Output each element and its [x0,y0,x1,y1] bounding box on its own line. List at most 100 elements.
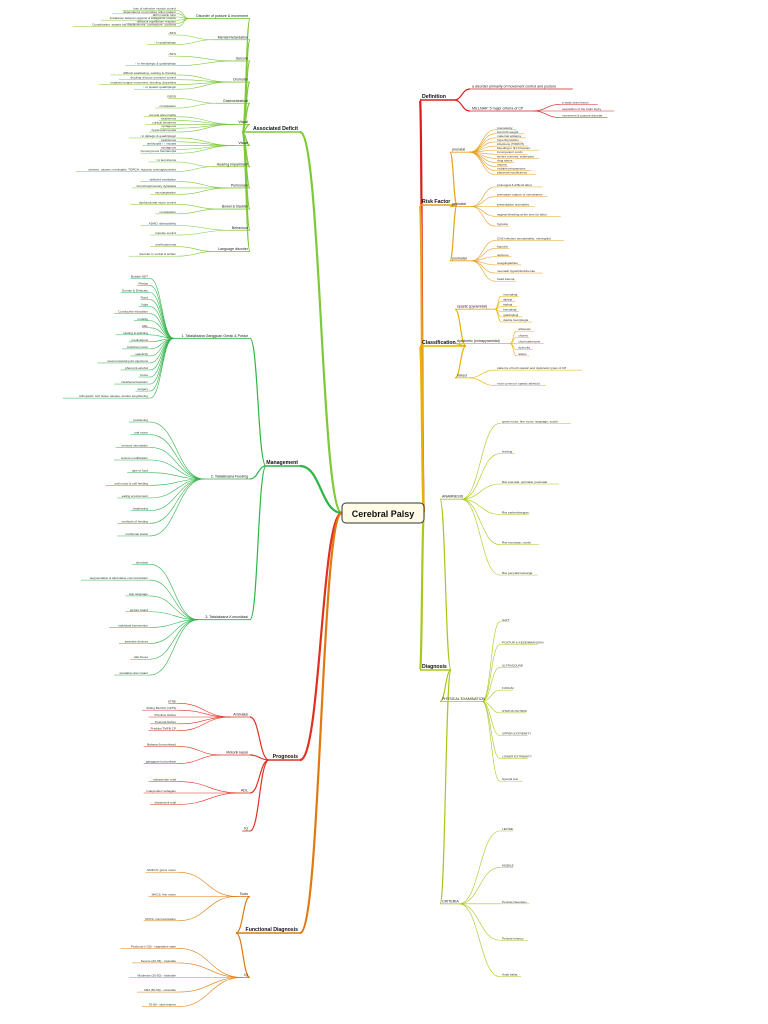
leaf-item[interactable]: Conductive education [118,310,148,314]
leaf-item[interactable]: 70-80 - slow learner [149,1003,176,1007]
leaf-item[interactable]: constipation [159,210,176,214]
subtopic[interactable]: Motorik kasar [226,751,248,755]
leaf-item[interactable]: ↑ in hemiplegic & quadriplegic [135,62,176,66]
leaf-item[interactable]: acquisition of the brain injury [562,107,602,111]
leaf-item[interactable]: methods of feeding [122,519,149,523]
leaf-item[interactable]: strabismus [161,138,176,142]
leaf-item[interactable]: placental insufficiency [497,171,527,175]
leaf-item[interactable]: Moderate (35-50) - trainable [137,974,176,978]
leaf-item[interactable]: double hemiplegia [503,318,528,322]
leaf-item[interactable]: STRE [168,699,176,703]
leaf-item[interactable]: Periode Neonatus [502,900,527,904]
leaf-item[interactable]: intrathecal baclofen [121,380,148,384]
leaf-item[interactable]: dystonia [518,346,530,350]
leaf-item[interactable]: UPPER EXTREMITY [502,732,531,736]
leaf-item[interactable]: drug abuse [497,158,513,162]
subtopic[interactable]: spastic (pyramidal) [457,305,487,309]
leaf-item[interactable]: severe toxemia, eclampsia [497,154,534,158]
leaf-item[interactable]: bronchopulmonary dysplasia [137,184,177,188]
leaf-item[interactable]: monoplegi [503,292,518,296]
leaf-item[interactable]: chorea [518,333,528,337]
leaf-item[interactable]: incompetent cervix [497,150,523,154]
leaf-item[interactable]: seizures [497,253,509,257]
leaf-item[interactable]: eating environment [122,494,148,498]
subtopic[interactable]: MILLNAR: 5 major criteria of CP [472,107,524,111]
branch-classification[interactable]: Classification [422,340,456,346]
branch-functional[interactable]: Functional Diagnosis [246,927,299,933]
leaf-item[interactable]: positioning [133,418,148,422]
leaf-item[interactable]: prematurity [497,126,513,130]
leaf-item[interactable]: Postural Reflex [155,720,176,724]
leaf-item[interactable]: ↑ in diplegic & quadriplegic [139,134,176,138]
leaf-item[interactable]: GMFCS: gross motor [147,868,176,872]
leaf-item[interactable]: Profound (<20) - vegetative state [131,944,176,948]
subtopic[interactable]: 2. Tatalaksana Feeding [211,475,248,479]
leaf-item[interactable]: ULTRASOUND [502,663,524,667]
leaf-item[interactable]: prolonged & difficult labor [497,183,532,187]
leaf-item[interactable]: Prediksi TMFB CP [151,727,176,731]
subtopic[interactable]: mixed [457,373,467,377]
leaf-item[interactable]: cortical blindness [152,120,176,124]
leaf-item[interactable]: Severe (20-35) - trainable [141,959,177,963]
leaf-item[interactable]: impulse control [155,231,176,235]
subtopic[interactable]: Bowel & bladder [222,205,249,209]
leaf-item[interactable]: LEVINE [502,827,513,831]
leaf-item[interactable]: ~50% [168,31,176,35]
leaf-item[interactable]: Primitive Reflex [155,713,177,717]
leaf-item[interactable]: deficient ventilation [150,178,177,182]
leaf-item[interactable]: amblyopia / ↑ myopia [147,142,176,146]
leaf-item[interactable]: hemiplegi [503,308,517,312]
subtopic[interactable]: Pulmonary [231,183,248,187]
leaf-item[interactable]: oral motor & self feeding [114,481,148,485]
leaf-item[interactable]: Riw imunisasi, nutrisi [502,541,531,545]
leaf-item[interactable]: triplegi [503,303,512,307]
subtopic[interactable]: a disorder primarily of movement control… [472,85,556,89]
leaf-item[interactable]: casting & splinting [123,331,148,335]
leaf-item[interactable]: oral-hypertonia [155,243,176,247]
leaf-item[interactable]: maternal epilepsy [497,134,522,138]
subtopic[interactable]: Disorder of posture & movement [196,14,248,18]
leaf-item[interactable]: imbalance between agonist & antagonist m… [110,16,176,20]
leaf-item[interactable]: surgery [138,387,149,391]
leaf-item[interactable]: nutritional status [125,532,148,536]
leaf-item[interactable]: corneal abnormality [149,113,176,117]
leaf-item[interactable]: spasticity [135,352,148,356]
leaf-item[interactable]: Mild (50-69) - educable [144,988,176,992]
leaf-item[interactable]: FUNGSI [502,686,514,690]
leaf-item[interactable]: hypoxia [497,222,508,226]
leaf-item[interactable]: deficient equilibrium reaction [137,19,176,23]
subtopic[interactable]: ANAMNESIS [442,495,464,499]
leaf-item[interactable]: oral motor [134,431,148,435]
leaf-item[interactable]: MOBILE [502,863,514,867]
leaf-item[interactable]: assistive devices [125,639,149,643]
subtopic[interactable]: Behaviour [232,226,249,230]
subtopic[interactable]: Visual [238,141,248,145]
leaf-item[interactable]: mobility [138,317,149,321]
leaf-item[interactable]: Vojta [141,303,148,307]
leaf-item[interactable]: Bobath NDT [131,275,148,279]
leaf-item[interactable]: botox [140,373,148,377]
leaf-item[interactable]: Special test [502,777,518,781]
leaf-item[interactable]: picture board [130,608,148,612]
leaf-item[interactable]: ↑ in quadriplegic [154,41,177,45]
subtopic[interactable]: Mental Retardation [218,35,248,39]
branch-definition[interactable]: Definition [422,94,446,100]
leaf-item[interactable]: hyperthyroidism [497,138,519,142]
leaf-item[interactable]: botulinum toxin [127,345,148,349]
leaf-item[interactable]: Sitting BLOCK (1975) [146,706,176,710]
leaf-item[interactable]: dysfunctional motor control [139,200,176,204]
leaf-item[interactable]: impaired tongue movement, drooling, dysa… [110,80,176,84]
subtopic[interactable]: ADL [241,789,248,793]
leaf-item[interactable]: stimulasi [136,560,148,564]
leaf-item[interactable]: hypoxia [497,245,508,249]
leaf-item[interactable]: texture modification [121,456,148,460]
leaf-item[interactable]: Riw perkembangan [502,510,529,514]
leaf-item[interactable]: talk boxes [134,655,148,659]
subtopic[interactable]: postnatal [452,256,467,260]
subtopic[interactable]: perinatal [452,202,466,206]
leaf-item[interactable]: Riw penyakit keluarga [502,571,533,575]
leaf-item[interactable]: gangguan komunikasi [146,760,176,764]
leaf-item[interactable]: abN muscle tone [153,13,176,17]
leaf-item[interactable]: nystagmus [161,145,176,149]
subtopic[interactable]: 1. Tatalaksana Gangguan Gerak & Postur [182,334,249,338]
